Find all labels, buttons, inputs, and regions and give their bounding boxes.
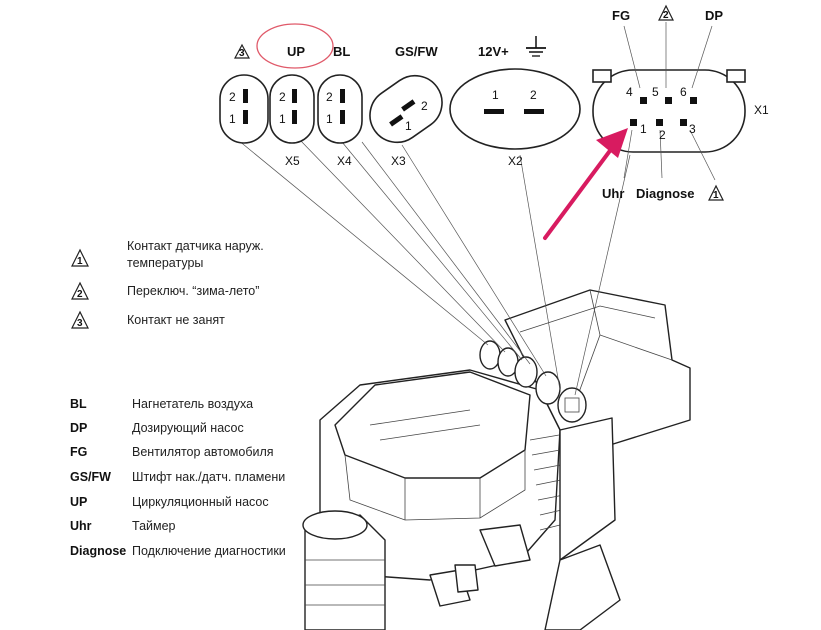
x5-socket-left — [219, 74, 269, 144]
x5-label-up: UP — [287, 44, 305, 59]
note-marker: 3 — [77, 318, 83, 329]
x5-pin-2a: 2 — [229, 90, 236, 104]
x1-pin-square — [630, 119, 637, 126]
legend-text: Штифт нак./датч. пламени — [132, 470, 285, 484]
legend-abbr: UP — [70, 495, 87, 509]
x5-pin-bar — [243, 89, 248, 103]
ground-icon — [526, 36, 546, 57]
legend-abbr: BL — [70, 397, 87, 411]
x3-id: X3 — [391, 154, 406, 168]
x2-pin-bar — [524, 109, 544, 114]
x1-pin-square — [656, 119, 663, 126]
note-text: Контакт не занят — [127, 313, 225, 327]
x1-label-fg: FG — [612, 8, 630, 23]
x2-socket — [449, 68, 581, 150]
connector-x1: FG 2 DP 4 5 6 1 2 3 X1 Uhr Diagnose 1 — [592, 4, 769, 201]
x2-pin-2: 2 — [530, 88, 537, 102]
note-text: Контакт датчика наруж. — [127, 239, 264, 253]
x4-pin-2: 2 — [326, 90, 333, 104]
x3-pin-1: 1 — [405, 119, 412, 133]
x1-pin-2: 2 — [659, 128, 666, 142]
x4-label-bl: BL — [333, 44, 350, 59]
x2-pin-1: 1 — [492, 88, 499, 102]
note-text: температуры — [127, 256, 203, 270]
note-marker: 2 — [77, 289, 83, 300]
connector-x5: 3 UP 2 1 2 1 X5 — [219, 23, 334, 168]
x2-id: X2 — [508, 154, 523, 168]
x5-pin-2b: 2 — [279, 90, 286, 104]
note-text: Переключ. “зима-лето” — [127, 284, 259, 298]
x5-socket-right — [269, 74, 315, 144]
x3-pin-bar — [389, 114, 404, 127]
x1-pin-1: 1 — [640, 122, 647, 136]
x1-label-uhr: Uhr — [602, 186, 624, 201]
notes-list: 1 Контакт датчика наруж. температуры 2 П… — [71, 239, 264, 329]
x3-label-gsfw: GS/FW — [395, 44, 438, 59]
x5-pin-1b: 1 — [279, 112, 286, 126]
legend-abbr: DP — [70, 421, 87, 435]
legend-text: Нагнетатель воздуха — [132, 397, 253, 411]
x1-label-diagnose: Diagnose — [636, 186, 695, 201]
x5-pin-bar — [292, 110, 297, 124]
legend-abbr: FG — [70, 445, 87, 459]
x5-pin-bar — [243, 110, 248, 124]
x4-pin-1: 1 — [326, 112, 333, 126]
x3-pin-2: 2 — [421, 99, 428, 113]
highlight-arrow — [543, 128, 628, 240]
x5-pin-1a: 1 — [229, 112, 236, 126]
leader-lines — [237, 139, 631, 396]
connector-x2: 12V+ 1 2 X2 — [449, 36, 581, 168]
note-1-marker-x1: 1 — [713, 190, 719, 201]
legend-text: Циркуляционный насос — [132, 495, 269, 509]
x5-id: X5 — [285, 154, 300, 168]
heater-unit-drawing — [302, 289, 691, 630]
x1-pin-square — [665, 97, 672, 104]
note-marker: 1 — [77, 256, 83, 267]
x1-tab-left — [592, 69, 612, 83]
x1-pin-square — [690, 97, 697, 104]
legend-text: Дозирующий насос — [132, 421, 244, 435]
note-2-marker-x1: 2 — [663, 10, 669, 21]
x1-pin-square — [680, 119, 687, 126]
x1-pin-5: 5 — [652, 85, 659, 99]
x1-pin-3: 3 — [689, 122, 696, 136]
x2-label-12v: 12V+ — [478, 44, 509, 59]
up-highlight-circle — [256, 23, 334, 69]
x4-pin-bar — [340, 110, 345, 124]
x3-pin-bar — [401, 99, 416, 112]
x4-id: X4 — [337, 154, 352, 168]
x2-pin-bar — [484, 109, 504, 114]
x1-label-dp: DP — [705, 8, 723, 23]
x4-pin-bar — [340, 89, 345, 103]
x1-socket — [592, 69, 746, 153]
legend-abbr: GS/FW — [70, 470, 111, 484]
x1-id: X1 — [754, 103, 769, 117]
x4-socket — [317, 74, 363, 144]
connector-x3: GS/FW 2 1 X3 — [369, 44, 443, 168]
x5-pin-bar — [292, 89, 297, 103]
legend-abbr: Uhr — [70, 519, 92, 533]
x1-pin-6: 6 — [680, 85, 687, 99]
legend-text: Вентилятор автомобиля — [132, 445, 274, 459]
legend: BL Нагнетатель воздуха DP Дозирующий нас… — [70, 397, 286, 558]
x1-pin-4: 4 — [626, 85, 633, 99]
legend-abbr: Diagnose — [70, 544, 126, 558]
legend-text: Таймер — [132, 519, 176, 533]
note-3-marker-x5: 3 — [239, 48, 245, 59]
legend-text: Подключение диагностики — [132, 544, 286, 558]
x1-tab-right — [726, 69, 746, 83]
x1-pin-square — [640, 97, 647, 104]
connector-x4: BL 2 1 X4 — [317, 44, 363, 168]
